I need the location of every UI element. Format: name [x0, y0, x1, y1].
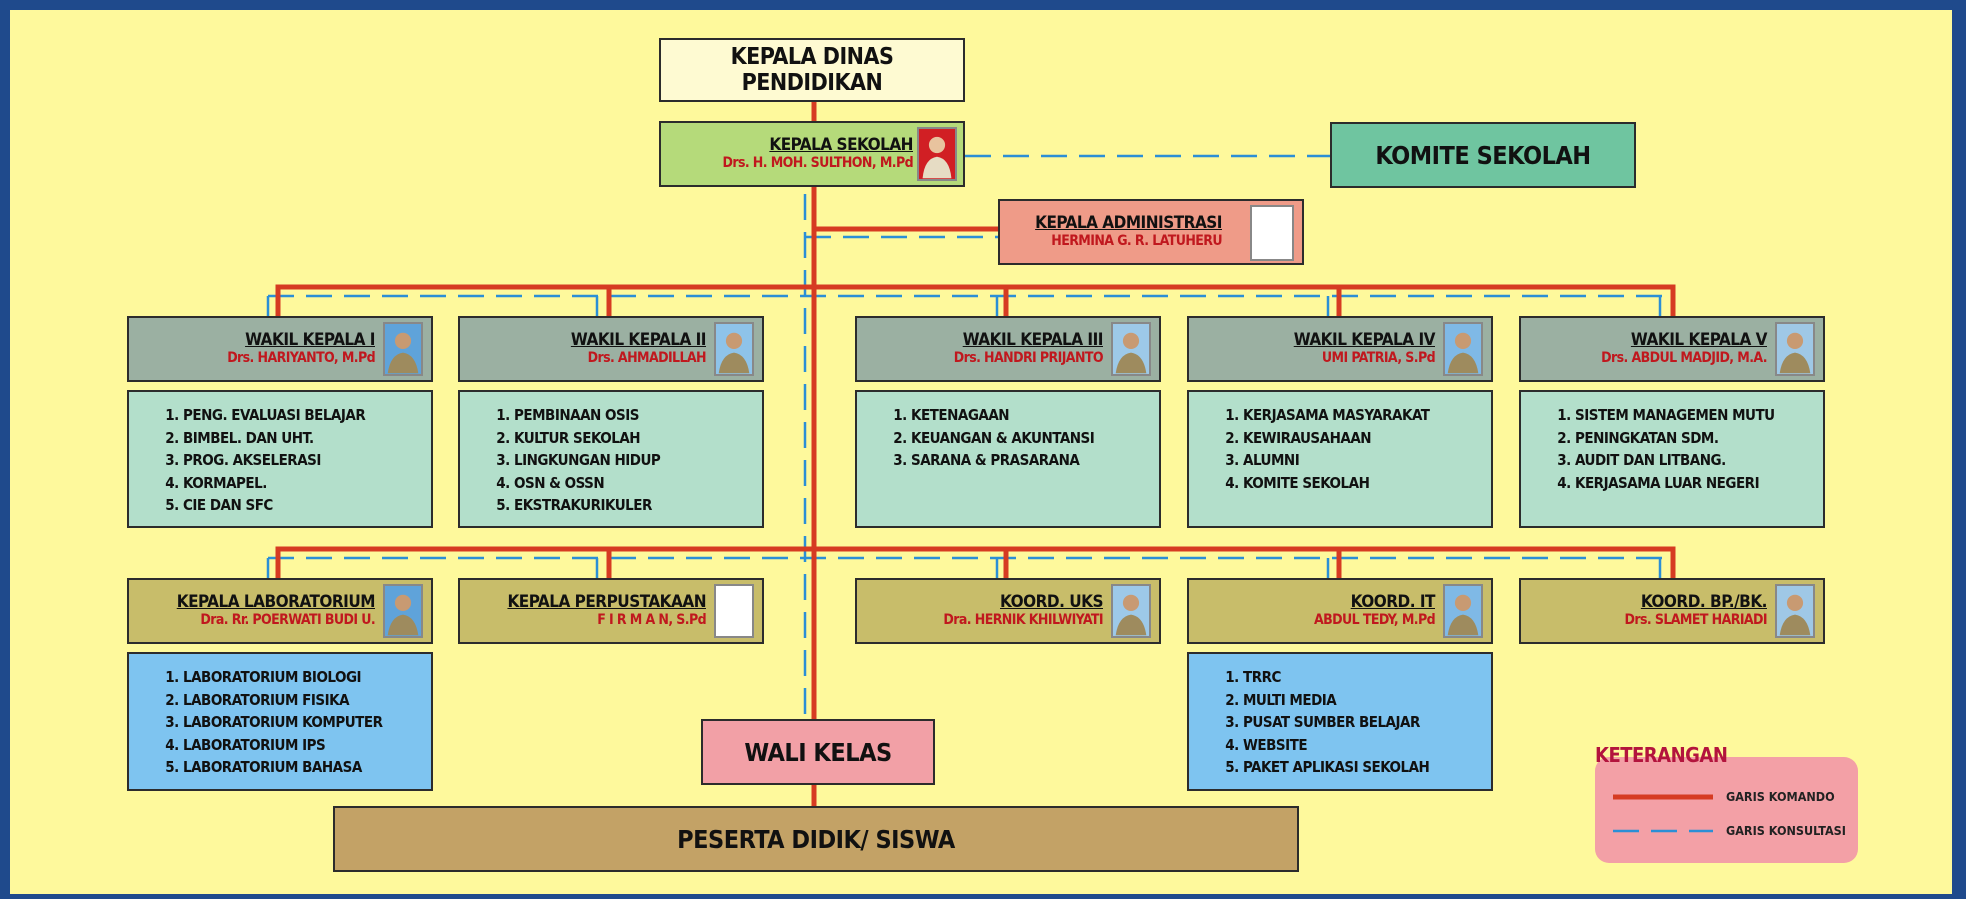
- deputy-1-title: WAKIL KEPALA I: [245, 330, 375, 350]
- coord-5-box: KOORD. BP./BK.Drs. SLAMET HARIADI: [1519, 578, 1825, 644]
- deputy-5-name: Drs. ABDUL MADJID, M.A.: [1601, 350, 1767, 366]
- task-item: SISTEM MANAGEMEN MUTU: [1575, 404, 1813, 427]
- task-item: LABORATORIUM BIOLOGI: [183, 666, 421, 689]
- task-item: ALUMNI: [1243, 449, 1481, 472]
- task-item: KETENAGAAN: [911, 404, 1149, 427]
- task-item: PENG. EVALUASI BELAJAR: [183, 404, 421, 427]
- task-item: WEBSITE: [1243, 734, 1481, 757]
- deputy-2-name: Drs. AHMADILLAH: [587, 350, 707, 366]
- task-item: PAKET APLIKASI SEKOLAH: [1243, 756, 1481, 779]
- deputy-5-tasks: SISTEM MANAGEMEN MUTUPENINGKATAN SDM.AUD…: [1519, 390, 1825, 528]
- coord-1-name: Dra. Rr. POERWATI BUDI U.: [200, 612, 375, 628]
- task-item: KULTUR SEKOLAH: [514, 427, 752, 450]
- deputy-3-photo: [1111, 322, 1151, 376]
- principal-name: Drs. H. MOH. SULTHON, M.Pd: [722, 155, 913, 171]
- top-title: KEPALA DINAS PENDIDIKAN: [730, 44, 894, 96]
- deputy-1-tasks: PENG. EVALUASI BELAJARBIMBEL. DAN UHT.PR…: [127, 390, 433, 528]
- coord-5-title: KOORD. BP./BK.: [1640, 592, 1768, 612]
- coord-3-photo: [1111, 584, 1151, 638]
- task-item: OSN & OSSN: [514, 472, 752, 495]
- task-item: CIE DAN SFC: [183, 494, 421, 517]
- task-item: MULTI MEDIA: [1243, 689, 1481, 712]
- legend-title: KETERANGAN: [1595, 743, 1728, 767]
- task-item: LABORATORIUM KOMPUTER: [183, 711, 421, 734]
- coord-3-name: Dra. HERNIK KHILWIYATI: [943, 612, 1103, 628]
- deputy-2-tasks: PEMBINAAN OSISKULTUR SEKOLAHLINGKUNGAN H…: [458, 390, 764, 528]
- deputy-5-title: WAKIL KEPALA V: [1630, 330, 1768, 350]
- coord-4-name: ABDUL TEDY, M.Pd: [1313, 612, 1436, 628]
- task-item: LINGKUNGAN HIDUP: [514, 449, 752, 472]
- admin-photo-placeholder: [1250, 205, 1294, 261]
- deputy-4-photo: [1443, 322, 1483, 376]
- legend: KETERANGAN GARIS KOMANDO GARIS KONSULTAS…: [1595, 743, 1858, 863]
- deputy-2-title: WAKIL KEPALA II: [570, 330, 707, 350]
- admin-box: KEPALA ADMINISTRASI HERMINA G. R. LATUHE…: [998, 199, 1304, 265]
- deputy-5-photo: [1775, 322, 1815, 376]
- task-item: KORMAPEL.: [183, 472, 421, 495]
- task-item: PROG. AKSELERASI: [183, 449, 421, 472]
- coord-4-title: KOORD. IT: [1350, 592, 1436, 612]
- coord-5-photo: [1775, 584, 1815, 638]
- coord-4-photo: [1443, 584, 1483, 638]
- task-item: LABORATORIUM IPS: [183, 734, 421, 757]
- wali-kelas-box: WALI KELAS: [701, 719, 935, 785]
- coord-5-name: Drs. SLAMET HARIADI: [1624, 612, 1768, 628]
- committee-title: KOMITE SEKOLAH: [1375, 140, 1591, 170]
- task-item: BIMBEL. DAN UHT.: [183, 427, 421, 450]
- task-item: TRRC: [1243, 666, 1481, 689]
- legend-consult-label: GARIS KONSULTASI: [1726, 823, 1846, 838]
- deputy-4-title: WAKIL KEPALA IV: [1293, 330, 1436, 350]
- coord-1-tasks: LABORATORIUM BIOLOGILABORATORIUM FISIKAL…: [127, 652, 433, 791]
- legend-swatches: [1613, 794, 1713, 833]
- legend-command-label: GARIS KOMANDO: [1726, 789, 1835, 804]
- coord-2-photo: [714, 584, 754, 638]
- principal-box: KEPALA SEKOLAH Drs. H. MOH. SULTHON, M.P…: [659, 121, 965, 187]
- task-item: PUSAT SUMBER BELAJAR: [1243, 711, 1481, 734]
- coord-1-photo: [383, 584, 423, 638]
- coord-3-title: KOORD. UKS: [1000, 592, 1104, 612]
- task-item: EKSTRAKURIKULER: [514, 494, 752, 517]
- deputy-3-title: WAKIL KEPALA III: [962, 330, 1104, 350]
- students-box: PESERTA DIDIK/ SISWA: [333, 806, 1299, 872]
- deputy-1-photo: [383, 322, 423, 376]
- task-item: KEUANGAN & AKUNTANSI: [911, 427, 1149, 450]
- principal-photo: [917, 127, 957, 181]
- principal-title: KEPALA SEKOLAH: [769, 135, 913, 155]
- admin-title: KEPALA ADMINISTRASI: [1035, 213, 1222, 233]
- deputy-2-photo: [714, 322, 754, 376]
- task-item: KOMITE SEKOLAH: [1243, 472, 1481, 495]
- deputy-3-name: Drs. HANDRI PRIJANTO: [953, 350, 1104, 366]
- deputy-1-name: Drs. HARIYANTO, M.Pd: [227, 350, 375, 366]
- task-item: KERJASAMA MASYARAKAT: [1243, 404, 1481, 427]
- coord-1-title: KEPALA LABORATORIUM: [176, 592, 376, 612]
- deputy-3-tasks: KETENAGAANKEUANGAN & AKUNTANSISARANA & P…: [855, 390, 1161, 528]
- task-item: LABORATORIUM BAHASA: [183, 756, 421, 779]
- task-item: KEWIRAUSAHAAN: [1243, 427, 1481, 450]
- task-item: AUDIT DAN LITBANG.: [1575, 449, 1813, 472]
- task-item: LABORATORIUM FISIKA: [183, 689, 421, 712]
- task-item: SARANA & PRASARANA: [911, 449, 1149, 472]
- coord-2-name: F I R M A N, S.Pd: [597, 612, 706, 628]
- admin-name: HERMINA G. R. LATUHERU: [1051, 233, 1222, 249]
- wali-kelas-title: WALI KELAS: [744, 737, 892, 767]
- committee-box: KOMITE SEKOLAH: [1330, 122, 1636, 188]
- task-item: PEMBINAAN OSIS: [514, 404, 752, 427]
- deputy-4-name: UMI PATRIA, S.Pd: [1321, 350, 1436, 366]
- coord-2-title: KEPALA PERPUSTAKAAN: [507, 592, 706, 612]
- deputy-4-tasks: KERJASAMA MASYARAKATKEWIRAUSAHAANALUMNIK…: [1187, 390, 1493, 528]
- top-box: KEPALA DINAS PENDIDIKAN: [659, 38, 965, 102]
- task-item: KERJASAMA LUAR NEGERI: [1575, 472, 1813, 495]
- task-item: PENINGKATAN SDM.: [1575, 427, 1813, 450]
- students-title: PESERTA DIDIK/ SISWA: [677, 824, 955, 854]
- coord-4-tasks: TRRCMULTI MEDIAPUSAT SUMBER BELAJARWEBSI…: [1187, 652, 1493, 791]
